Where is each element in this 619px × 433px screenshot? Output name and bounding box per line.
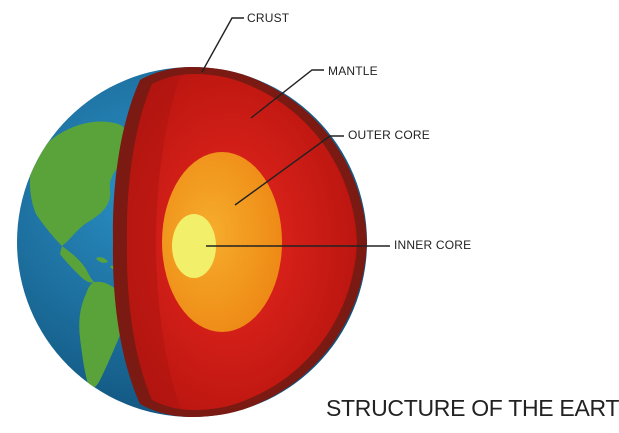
crust-leader-line: [201, 17, 244, 73]
leader-lines: [201, 17, 390, 247]
south-america-landmass: [79, 281, 126, 389]
outer-core-layer: [162, 152, 282, 332]
outer-core-label: OUTER CORE: [348, 128, 431, 142]
mantle-leader-line: [250, 69, 324, 119]
crust-label: CRUST: [247, 11, 290, 25]
mantle-label: MANTLE: [328, 64, 378, 78]
cut-face-shadow: [126, 76, 180, 408]
continents: [29, 121, 129, 389]
north-america-landmass: [29, 121, 129, 246]
diagram-title: STRUCTURE OF THE EARTH: [326, 395, 619, 421]
inner-core-layer: [172, 214, 216, 278]
outer-core-leader-line: [234, 135, 344, 206]
central-america-landmass: [60, 246, 94, 283]
inner-core-label: INNER CORE: [394, 238, 472, 252]
caribbean-islands: [96, 257, 118, 270]
